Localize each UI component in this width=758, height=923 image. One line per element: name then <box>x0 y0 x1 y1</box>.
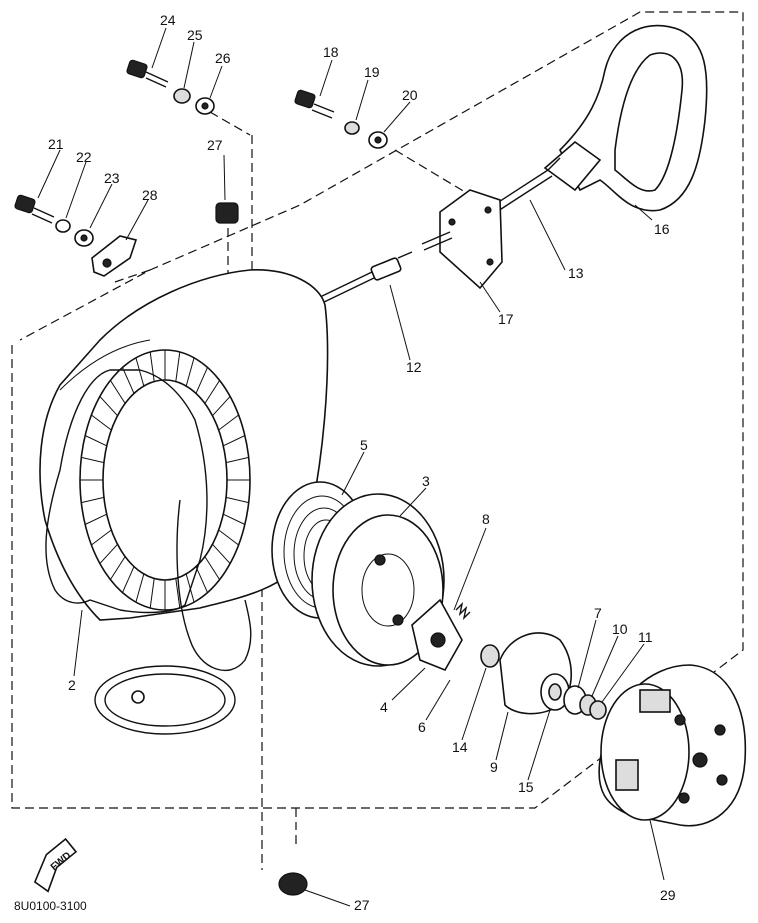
bracket-17 <box>421 189 503 290</box>
callout-labels: 24 25 26 27 18 19 20 21 22 23 28 16 13 1… <box>48 12 676 913</box>
callout-9: 9 <box>490 759 498 775</box>
callout-7: 7 <box>594 605 602 621</box>
fin-line <box>84 435 107 447</box>
fin-line <box>109 556 126 580</box>
washer-22 <box>55 219 71 233</box>
callout-14: 14 <box>452 739 468 755</box>
bolt-21 <box>14 194 55 224</box>
gasket-2 <box>45 369 208 614</box>
fin-line <box>122 566 135 593</box>
fin-line <box>223 513 246 525</box>
starter-housing <box>39 269 329 621</box>
callout-12: 12 <box>406 359 422 375</box>
callout-29: 29 <box>660 887 676 903</box>
fin-line <box>81 456 105 464</box>
cup-29 <box>598 664 747 827</box>
callout-21: 21 <box>48 136 64 152</box>
assembly-boundary <box>11 11 744 845</box>
callout-3: 3 <box>422 473 430 489</box>
callout-13: 13 <box>568 265 584 281</box>
fin-line <box>212 396 231 417</box>
fin-line <box>195 367 208 394</box>
nut-11 <box>589 700 607 720</box>
fin-line <box>122 367 135 394</box>
callout-2: 2 <box>68 677 76 693</box>
fin-line <box>99 543 118 564</box>
callout-15: 15 <box>518 779 534 795</box>
callout-26: 26 <box>215 50 231 66</box>
seal-ring <box>94 499 252 735</box>
spacer-27-upper <box>215 202 239 224</box>
fin-line <box>135 573 145 603</box>
cable-12 <box>317 251 413 305</box>
callout-10: 10 <box>612 621 628 637</box>
callout-27-upper: 27 <box>207 137 223 153</box>
fin-line <box>91 414 112 431</box>
clip-28 <box>91 235 138 277</box>
fin-line <box>109 380 126 404</box>
callout-11: 11 <box>638 629 653 645</box>
fin-line <box>218 529 239 546</box>
fin-line <box>225 456 249 464</box>
callout-27-lower: 27 <box>354 897 370 913</box>
callout-16: 16 <box>654 221 670 237</box>
fin-line <box>175 578 181 609</box>
callout-4: 4 <box>380 699 388 715</box>
washer-25 <box>173 88 191 104</box>
fin-line <box>91 529 112 546</box>
fin-line <box>99 396 118 417</box>
fin-line <box>212 543 231 564</box>
callout-19: 19 <box>364 64 380 80</box>
fin-line <box>175 351 181 382</box>
fin-line <box>223 435 246 447</box>
fin-line <box>195 566 208 593</box>
callout-5: 5 <box>360 437 368 453</box>
washer-19 <box>344 121 360 135</box>
fin-line <box>84 513 107 525</box>
callout-17: 17 <box>498 311 514 327</box>
callout-8: 8 <box>482 511 490 527</box>
bolt-18 <box>294 89 335 119</box>
fin-line <box>185 357 195 387</box>
fin-line <box>149 578 155 609</box>
fin-line <box>204 556 221 580</box>
callout-23: 23 <box>104 170 120 186</box>
fwd-arrow-icon: FWD <box>33 837 78 893</box>
fin-line <box>204 380 221 404</box>
handle-16 <box>543 24 708 212</box>
pawl-4 <box>411 598 463 672</box>
spacer-27-lower <box>278 872 308 896</box>
spring-8 <box>455 601 471 621</box>
callout-25: 25 <box>187 27 203 43</box>
bolt-24 <box>126 59 169 88</box>
drawing-code: 8U0100-3100 <box>14 899 87 913</box>
callout-18: 18 <box>323 44 339 60</box>
fin-line <box>149 351 155 382</box>
fin-line <box>218 414 239 431</box>
callout-6: 6 <box>418 719 426 735</box>
fin-line <box>225 496 249 504</box>
pin-14 <box>480 644 500 668</box>
callout-22: 22 <box>76 149 92 165</box>
callout-24: 24 <box>160 12 176 28</box>
fin-line <box>81 496 105 504</box>
callout-20: 20 <box>402 87 418 103</box>
callout-leaders <box>37 27 665 907</box>
flywheel-fins <box>80 350 250 610</box>
fin-line <box>135 357 145 387</box>
callout-28: 28 <box>142 187 158 203</box>
